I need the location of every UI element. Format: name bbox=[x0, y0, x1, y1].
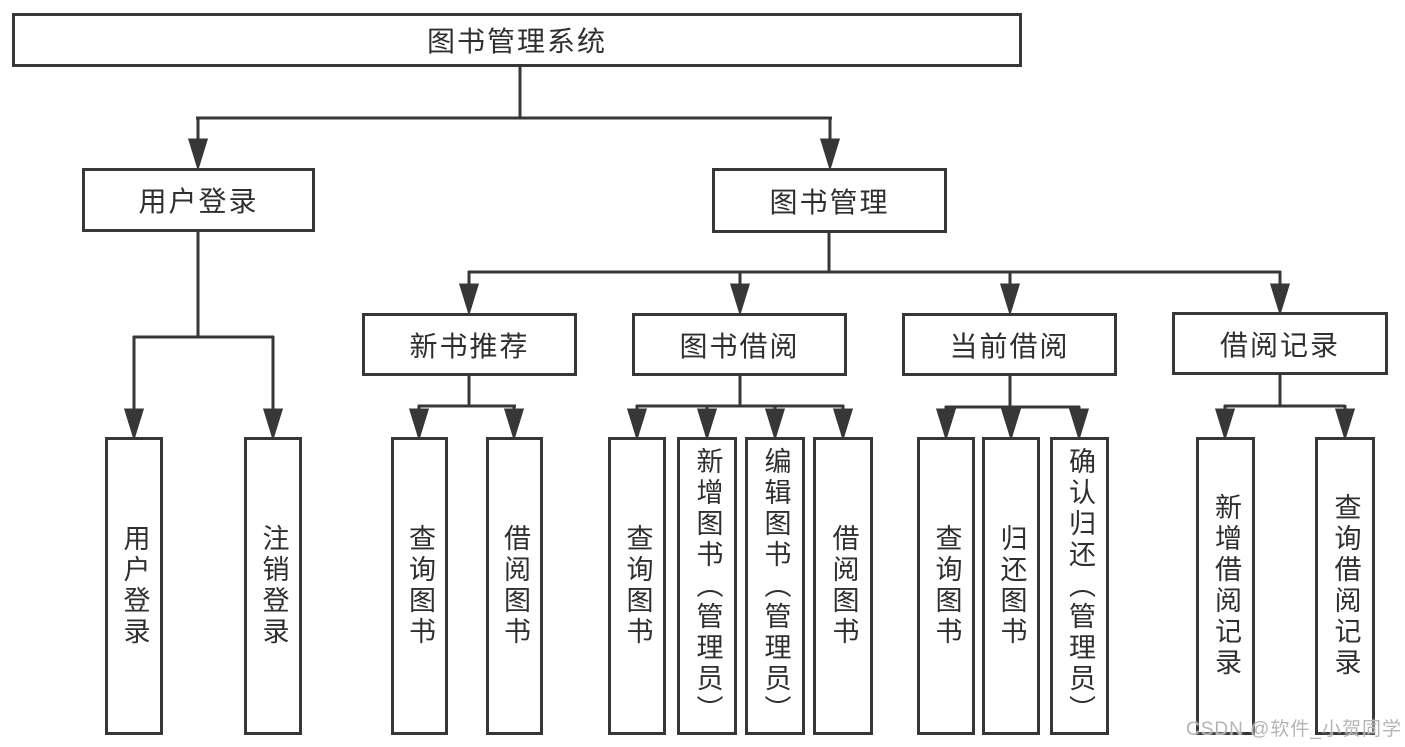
node-return-books: 归还图书 bbox=[982, 437, 1040, 735]
node-query-borrow-record: 查询借阅记录 bbox=[1315, 437, 1375, 735]
node-user-login: 用户登录 bbox=[82, 168, 315, 232]
node-query-books-current: 查询图书 bbox=[917, 437, 975, 735]
node-query-books-recommend: 查询图书 bbox=[391, 437, 448, 735]
node-book-management: 图书管理 bbox=[712, 168, 947, 233]
node-label: 编辑图书（管理员） bbox=[760, 446, 791, 726]
node-label: 用户登录 bbox=[119, 524, 150, 648]
node-borrow-books-recommend: 借阅图书 bbox=[486, 437, 543, 735]
node-label: 新增图书（管理员） bbox=[692, 446, 723, 726]
node-label: 借阅图书 bbox=[500, 524, 530, 648]
node-label: 新增借阅记录 bbox=[1211, 493, 1241, 679]
node-label: 查询图书 bbox=[622, 524, 653, 648]
node-book-management-system: 图书管理系统 bbox=[12, 13, 1022, 67]
node-edit-books-admin: 编辑图书（管理员） bbox=[745, 437, 805, 735]
node-add-borrow-record: 新增借阅记录 bbox=[1196, 437, 1255, 735]
node-user-login-leaf: 用户登录 bbox=[105, 437, 163, 735]
node-confirm-return-admin: 确认归还（管理员） bbox=[1050, 437, 1109, 735]
node-borrow-record: 借阅记录 bbox=[1172, 312, 1388, 375]
node-new-book-recommend: 新书推荐 bbox=[362, 313, 577, 376]
node-current-borrow: 当前借阅 bbox=[902, 313, 1117, 376]
node-add-books-admin: 新增图书（管理员） bbox=[677, 437, 737, 735]
node-borrow-books: 借阅图书 bbox=[813, 437, 873, 735]
node-label: 注销登录 bbox=[258, 524, 289, 648]
node-logout: 注销登录 bbox=[244, 437, 302, 735]
node-label: 借阅图书 bbox=[828, 524, 859, 648]
node-label: 归还图书 bbox=[996, 524, 1027, 648]
node-book-borrow: 图书借阅 bbox=[632, 313, 847, 376]
node-label: 查询图书 bbox=[405, 524, 435, 648]
node-label: 查询借阅记录 bbox=[1330, 493, 1361, 679]
node-label: 查询图书 bbox=[931, 524, 962, 648]
node-label: 确认归还（管理员） bbox=[1065, 446, 1095, 726]
node-query-books-borrow: 查询图书 bbox=[608, 437, 666, 735]
